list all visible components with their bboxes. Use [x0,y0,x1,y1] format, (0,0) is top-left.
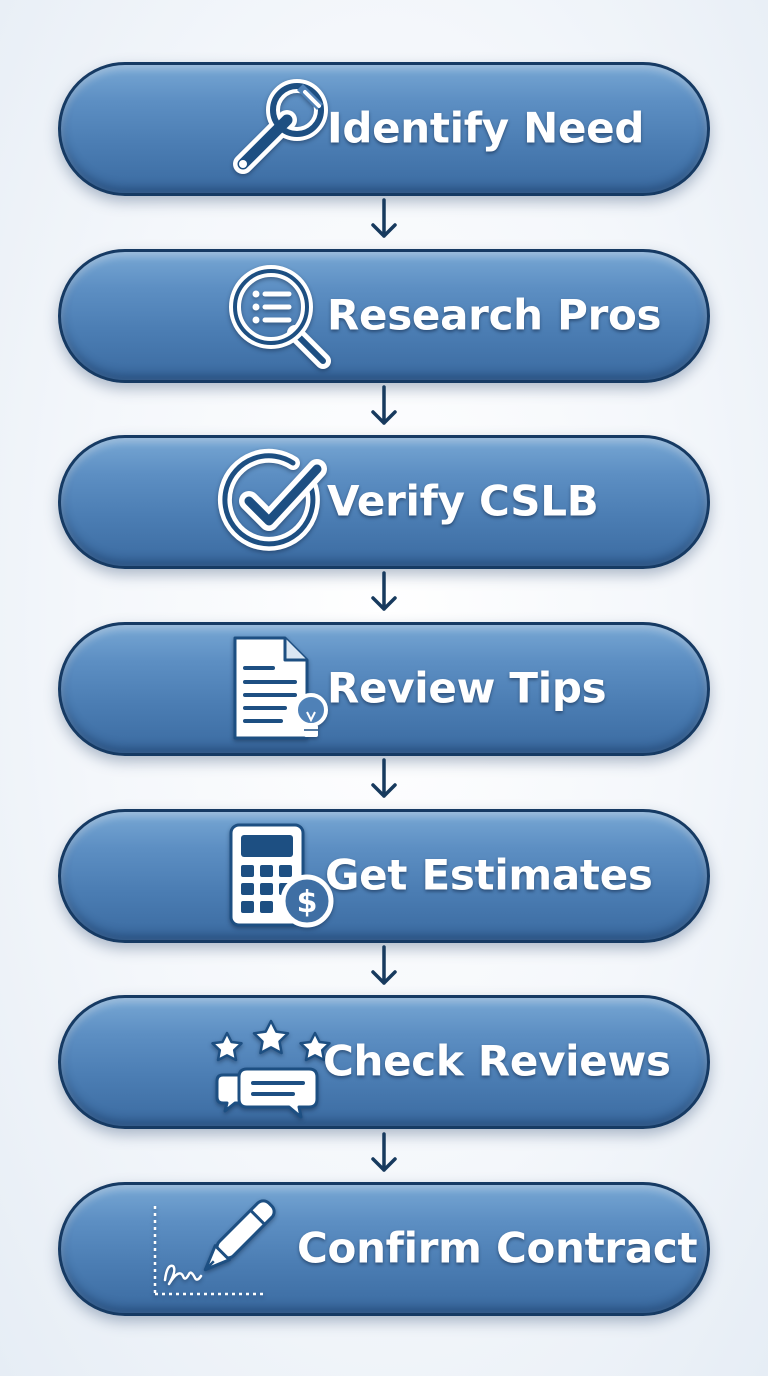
wrench-icon [213,69,343,189]
step-verify-cslb[interactable]: Verify CSLB [58,435,710,569]
step-review-tips[interactable]: Review Tips [58,622,710,756]
calculator-dollar-icon: $ [213,816,343,936]
step-label: Verify CSLB [327,476,599,526]
arrow-down-icon [371,571,397,611]
step-label: Confirm Contract [297,1223,698,1273]
svg-text:$: $ [297,885,318,920]
step-label: Get Estimates [325,850,653,900]
step-check-reviews[interactable]: Check Reviews [58,995,710,1129]
check-circle-icon [211,442,341,562]
magnifier-list-icon [213,256,343,376]
step-label: Check Reviews [323,1036,671,1086]
arrow-down-icon [371,758,397,798]
step-confirm-contract[interactable]: Confirm Contract [58,1182,710,1316]
step-label: Identify Need [327,103,645,153]
signature-pen-icon [145,1189,276,1309]
arrow-down-icon [371,1132,397,1172]
step-label: Review Tips [327,663,607,713]
step-research-pros[interactable]: Research Pros [58,249,710,383]
stars-chat-icon [205,1002,335,1122]
arrow-down-icon [371,945,397,985]
document-lightbulb-icon [213,629,343,749]
step-get-estimates[interactable]: $ Get Estimates [58,809,710,943]
arrow-down-icon [371,385,397,425]
arrow-down-icon [371,198,397,238]
step-identify-need[interactable]: Identify Need [58,62,710,196]
step-label: Research Pros [327,290,662,340]
